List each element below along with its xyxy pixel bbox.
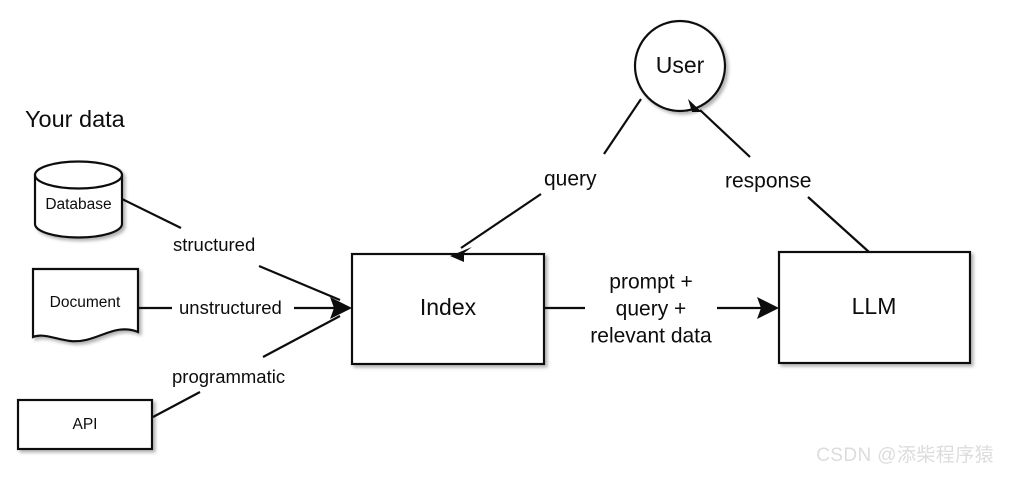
arrowhead-response-to-user [688,99,710,120]
node-database [33,160,124,239]
edge-database-structured-b [258,264,341,302]
user-label: User [656,52,705,78]
edge-label-query: query [544,168,597,191]
arrowhead-query-to-index [450,247,472,262]
edge-user-query-a [603,98,642,155]
edge-label-unstructured: unstructured [179,297,282,318]
database-top-ellipse [33,160,124,190]
edge-label-structured: structured [173,234,255,255]
arrowhead-index-to-llm [757,297,779,319]
edge-api-programmatic-a [152,391,201,418]
user-body [633,19,727,113]
edge-label-response: response [725,170,811,193]
arrowhead-sources-to-index [330,297,352,319]
edge-api-programmatic-b [262,315,341,358]
node-user [633,19,727,113]
edge-label-prompt-line3: relevant data [590,325,712,348]
index-body [350,252,546,366]
index-label: Index [420,294,477,320]
node-document [31,267,140,343]
edge-label-programmatic: programmatic [172,366,285,387]
edge-database-structured-a [121,198,182,229]
edge-label-prompt-line1: prompt + [609,271,692,294]
api-body [16,398,154,451]
csdn-watermark: CSDN @添柴程序猿 [816,445,994,466]
edge-user-query-b [460,193,542,249]
api-label: API [73,416,98,433]
node-api [16,398,154,451]
llm-label: LLM [852,293,897,319]
document-label: Document [50,294,121,311]
document-body [31,267,140,343]
edge-llm-response-a [807,196,870,253]
edge-llm-response-b [699,109,751,158]
node-index [350,252,546,366]
database-label: Database [45,196,111,213]
database-body [33,173,124,239]
llm-body [777,250,972,365]
node-llm [777,250,972,365]
your-data-heading: Your data [25,106,126,132]
edge-label-prompt-line2: query + [616,298,687,321]
